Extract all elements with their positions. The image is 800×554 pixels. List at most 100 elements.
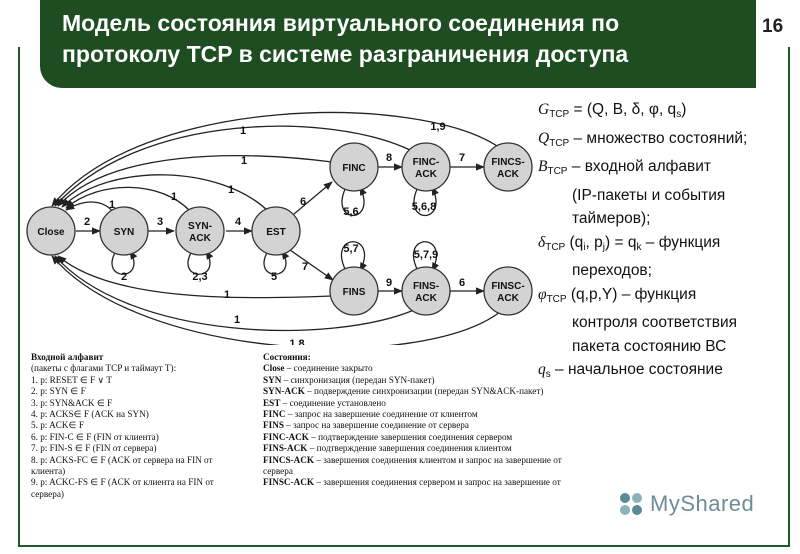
description-line: (IP-пакеты и события [538, 184, 788, 208]
state-diagram: Close SYN SYN-ACK EST FINC FINC-ACK FINCS-ACK F… [26, 111, 533, 345]
description-text: (q [565, 233, 584, 251]
edge-label: 1 [224, 289, 230, 301]
edge-label: 1 [109, 199, 115, 211]
state-node-fincsack: FINCS-ACK [483, 142, 533, 192]
edge-label: 1 [241, 155, 247, 167]
input-alphabet-header: Входной алфавит [31, 352, 104, 362]
loop-est [263, 250, 290, 275]
description-sub3: j [602, 241, 606, 253]
formal-description: GTCP = (Q, B, δ, φ, qs)QTCP – множество … [538, 98, 788, 387]
description-tail: – функция [641, 233, 721, 251]
state-node-syn: SYN [99, 206, 149, 256]
edge-label: 5 [271, 271, 277, 283]
edge-label: 1,8 [289, 338, 304, 345]
input-alphabet-item: 5. p: ACK∈ F [31, 420, 84, 431]
watermark-text: MyShared [650, 491, 755, 516]
state-node-label: SYN [114, 227, 135, 238]
edge-label: 2,3 [192, 271, 207, 283]
edge-label: 1 [234, 314, 240, 326]
input-alphabet-item: 8. p: ACKS-FC ∈ F (ACK от сервера на FIN… [31, 454, 213, 465]
state-node-label: FINCS-ACK [491, 157, 524, 180]
edge-label: 8 [386, 152, 392, 164]
state-name: SYN-ACK [263, 386, 305, 397]
state-node-label: SYN-ACK [188, 221, 212, 244]
description-line: qs – начальное состояние [538, 358, 788, 387]
state-description: FINC – запрос на завершение соединение о… [263, 409, 562, 420]
edge-label: 9 [386, 277, 392, 289]
state-node-finscack: FINSC-ACK [483, 266, 533, 316]
edge-label: 7 [459, 152, 465, 164]
edge-label: 1 [240, 125, 246, 137]
description-sub2: i [583, 241, 586, 253]
state-node-label: FINC [342, 163, 365, 174]
edge-label: 5,7 [343, 243, 358, 255]
description-end: ) = q [605, 233, 637, 251]
state-description: FINCS-ACK – завершения соединения клиент… [263, 455, 562, 466]
state-description: SYN – синхронизация (передан SYN-пакет) [263, 375, 562, 386]
edge-label: 5,6 [343, 206, 358, 218]
state-node-label: Close [37, 227, 65, 238]
input-alphabet-legend: Входной алфавит (пакеты с флагами TCP и … [31, 352, 214, 500]
title-bar [40, 0, 756, 88]
input-alphabet-item: клиента) [31, 466, 66, 477]
description-sub4: k [636, 241, 642, 253]
state-node-label: FINS-ACK [413, 281, 439, 304]
input-alphabet-item: 1. p: RESET ∈ F ∨ T [31, 374, 113, 385]
description-text: (q,p,Y) – функция [566, 285, 697, 303]
state-desc: – подтверждение завершения соединения се… [308, 431, 513, 442]
page-number: 16 [762, 16, 784, 37]
loop-fincack [413, 186, 439, 217]
myshared-logo-icon [620, 493, 642, 515]
edge-label: 7 [302, 261, 308, 273]
description-end: ) [681, 101, 687, 118]
state-description: FINS-ACK – подтверждение завершения соед… [263, 443, 562, 454]
state-node-label: FINS [343, 287, 366, 298]
input-alphabet-item: 2. p: SYN ∈ F [31, 386, 86, 397]
loop-syn [111, 250, 138, 275]
edge-finsack-close [54, 255, 415, 332]
state-desc: – соединение установлено [280, 397, 386, 408]
state-name: EST [263, 397, 281, 408]
description-line: φTCP (q,p,Y) – функция [538, 283, 788, 312]
edge-label: 5,7,9 [414, 249, 438, 261]
state-desc: – соединение закрыто [284, 363, 373, 374]
state-node-label: FINC-ACK [413, 157, 440, 180]
state-node-label: EST [266, 227, 285, 238]
description-sym: Q [538, 129, 550, 147]
description-text: контроля соответствия [572, 314, 738, 331]
state-desc: – завершения соединения клиентом и запро… [314, 454, 562, 465]
edge-finscack-close [51, 255, 501, 345]
edge-label: 6 [300, 196, 306, 208]
description-line: переходов; [538, 259, 788, 283]
edge-label: 2 [121, 271, 127, 283]
edge-label: 1 [171, 191, 177, 203]
input-alphabet-item: 4. p: ACKS∈ F (ACK на SYN) [31, 409, 149, 420]
description-line: δTCP (qi, pj) = qk – функция [538, 231, 788, 260]
edge-est-finc [293, 181, 333, 215]
description-sub2: s [676, 109, 682, 120]
input-alphabet-item: 7. p: FIN-S ∈ F (FIN от сервера) [31, 443, 157, 454]
state-desc: – запрос на завершение соединение от сер… [283, 420, 469, 431]
state-desc: сервера [263, 466, 293, 477]
state-description: SYN-ACK – подверждение синхронизации (пе… [263, 386, 562, 397]
state-node-fins: FINS [329, 266, 379, 316]
description-text: (IP-пакеты и события [572, 186, 726, 204]
state-name: FINC-ACK [263, 431, 309, 442]
edge-synack-close [65, 186, 191, 212]
loop-fins [340, 241, 367, 272]
description-line: таймеров); [538, 207, 788, 231]
description-sub: TCP [549, 137, 570, 149]
state-name: FINS [263, 420, 284, 431]
state-description: FINS – запрос на завершение соединение о… [263, 420, 562, 431]
state-name: FINSC-ACK [263, 477, 315, 488]
state-node-close: Close [26, 206, 76, 256]
description-sym: B [538, 158, 548, 175]
edge-label: 5,6,8 [412, 201, 436, 213]
states-header: Состояния: [263, 352, 311, 362]
watermark: MyShared [616, 489, 754, 519]
state-desc: – завершения соединения сервером и запро… [314, 477, 561, 488]
state-node-label: FINSC-ACK [491, 281, 524, 304]
loop-synack [187, 250, 214, 275]
description-sym: G [538, 101, 550, 118]
